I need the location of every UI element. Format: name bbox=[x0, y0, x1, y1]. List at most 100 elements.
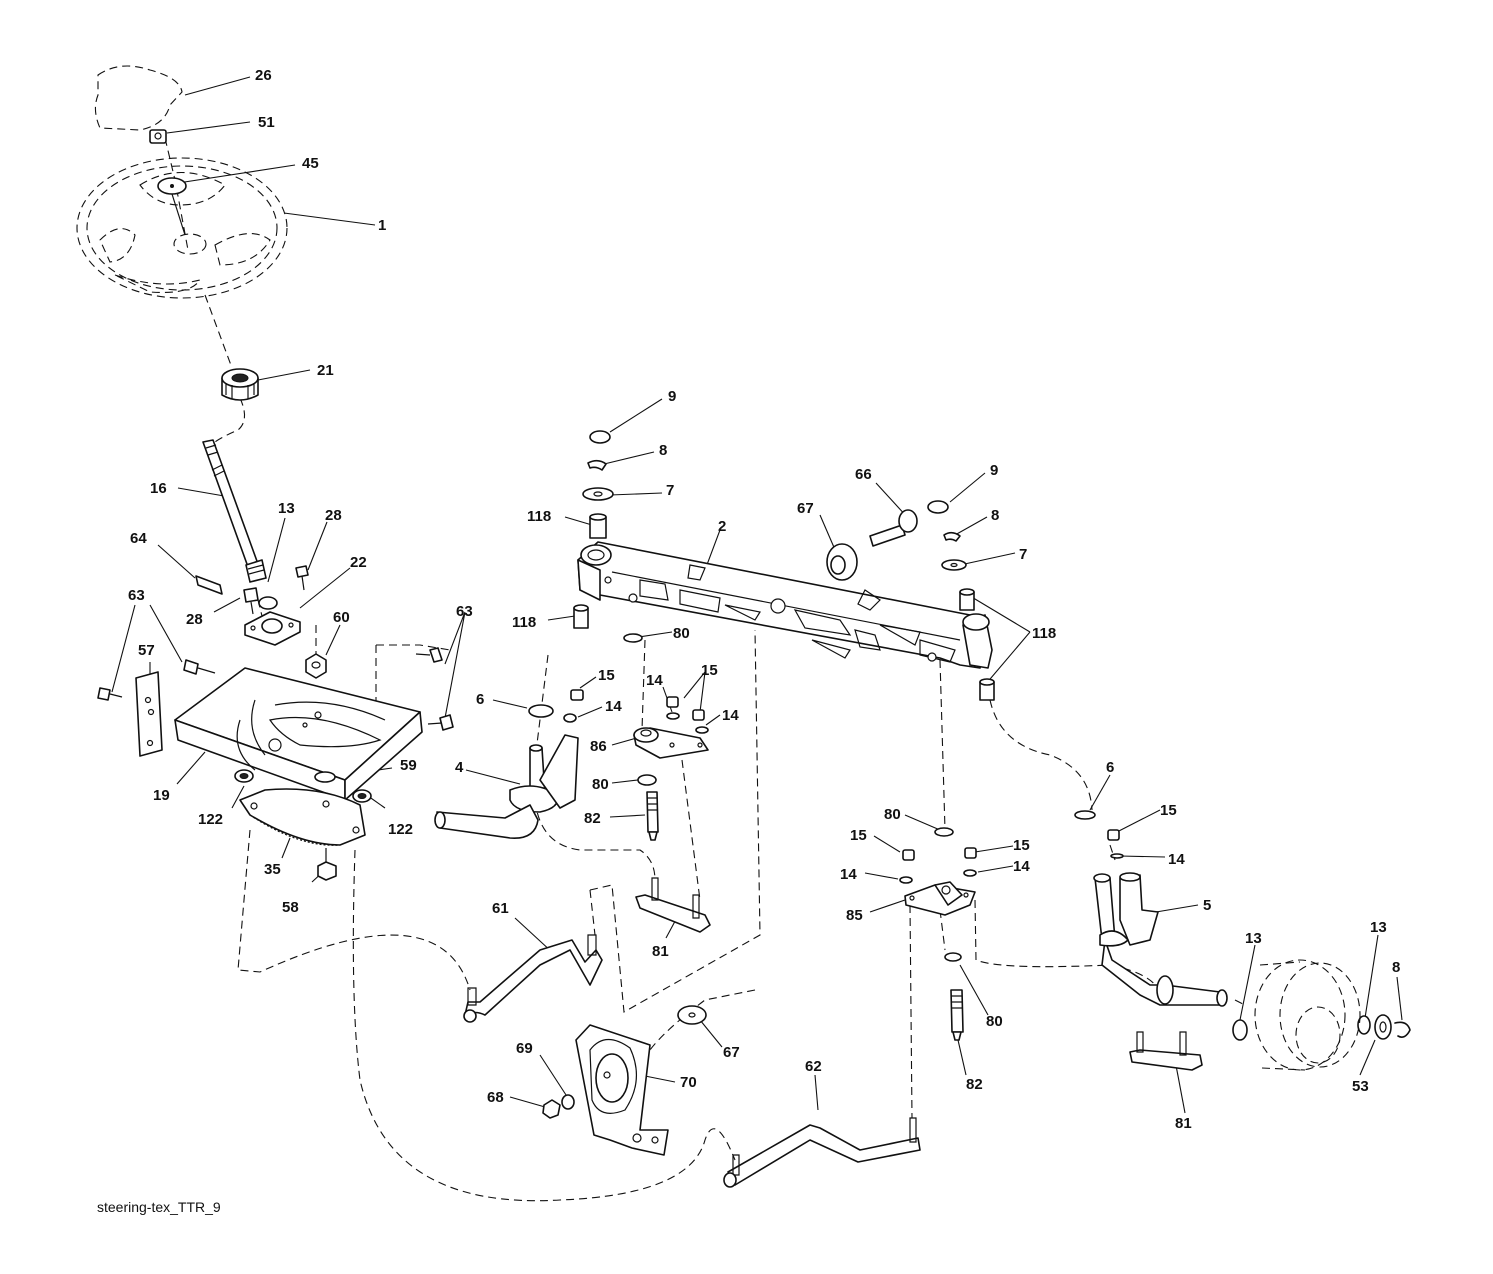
callout-1: 1 bbox=[378, 217, 386, 234]
bolt-66 bbox=[869, 509, 918, 547]
spindle-5 bbox=[1093, 872, 1228, 1007]
callout-14c: 14 bbox=[722, 707, 739, 724]
cap-9a bbox=[589, 430, 611, 444]
washer-69 bbox=[561, 1094, 575, 1110]
bolt-63d bbox=[427, 714, 454, 731]
bearing-flange bbox=[244, 611, 301, 646]
callout-80b: 80 bbox=[592, 776, 609, 793]
bolt-68 bbox=[542, 1099, 561, 1119]
washer-6a bbox=[528, 704, 554, 718]
callout-58: 58 bbox=[282, 899, 299, 916]
callout-19: 19 bbox=[153, 787, 170, 804]
callout-63a: 63 bbox=[128, 587, 145, 604]
callout-35: 35 bbox=[264, 861, 281, 878]
callout-62: 62 bbox=[805, 1058, 822, 1075]
bushing-118c bbox=[959, 588, 975, 611]
washer-80b bbox=[637, 774, 657, 786]
callout-14f: 14 bbox=[1013, 858, 1030, 875]
callout-8c: 8 bbox=[1392, 959, 1400, 976]
callout-2: 2 bbox=[718, 518, 726, 535]
callout-60: 60 bbox=[333, 609, 350, 626]
callout-81a: 81 bbox=[652, 943, 669, 960]
callout-13b: 13 bbox=[1245, 930, 1262, 947]
front-wheel-outline bbox=[1254, 959, 1361, 1071]
callout-15d: 15 bbox=[850, 827, 867, 844]
callout-5: 5 bbox=[1203, 897, 1211, 914]
callout-14e: 14 bbox=[840, 866, 857, 883]
nut-15f bbox=[1107, 829, 1120, 841]
callout-8b: 8 bbox=[991, 507, 999, 524]
bolt-58 bbox=[317, 848, 337, 881]
washer-14a bbox=[563, 713, 577, 723]
callout-14d: 14 bbox=[1168, 851, 1185, 868]
callout-15e: 15 bbox=[1013, 837, 1030, 854]
washer-14f bbox=[1110, 853, 1124, 859]
callout-15a: 15 bbox=[598, 667, 615, 684]
pin-82a bbox=[646, 791, 659, 841]
spindle-4 bbox=[434, 734, 579, 839]
callout-80d: 80 bbox=[986, 1013, 1003, 1030]
tie-rod-end-81a bbox=[635, 877, 711, 933]
callout-82b: 82 bbox=[966, 1076, 983, 1093]
cap-9b bbox=[927, 500, 949, 514]
washer-14b bbox=[666, 712, 680, 720]
callout-67b: 67 bbox=[723, 1044, 740, 1061]
key-64 bbox=[195, 575, 223, 595]
callout-67a: 67 bbox=[797, 500, 814, 517]
callout-4: 4 bbox=[455, 759, 464, 776]
callout-118c: 118 bbox=[1032, 625, 1056, 642]
steering-arm-85 bbox=[904, 881, 976, 916]
washer-80a bbox=[623, 633, 643, 643]
washer-7a bbox=[582, 487, 614, 501]
callout-51: 51 bbox=[258, 114, 275, 131]
callout-7b: 7 bbox=[1019, 546, 1027, 563]
bushing-122b bbox=[352, 789, 372, 803]
washer-14c bbox=[695, 726, 709, 734]
callout-9a: 9 bbox=[668, 388, 676, 405]
callout-21: 21 bbox=[317, 362, 334, 379]
steering-wheel bbox=[76, 157, 288, 299]
washer-13c bbox=[1357, 1015, 1371, 1035]
callout-118a: 118 bbox=[527, 508, 551, 525]
callout-6a: 6 bbox=[476, 691, 484, 708]
cover-plate-70 bbox=[575, 1024, 669, 1156]
diagram-caption: steering-tex_TTR_9 bbox=[97, 1199, 221, 1215]
callout-61: 61 bbox=[492, 900, 509, 917]
bushing-118d bbox=[979, 678, 995, 701]
callout-118b: 118 bbox=[512, 614, 536, 631]
callout-53: 53 bbox=[1352, 1078, 1369, 1095]
callout-28b: 28 bbox=[186, 611, 203, 628]
leader-lines bbox=[111, 76, 1403, 1114]
bolt-28a bbox=[295, 565, 309, 591]
plate-57 bbox=[135, 671, 163, 757]
bushing-118b bbox=[573, 604, 589, 629]
callout-59: 59 bbox=[400, 757, 417, 774]
nut-51 bbox=[149, 129, 167, 144]
tie-rod-end-81b bbox=[1129, 1031, 1203, 1071]
washer-80c bbox=[934, 827, 954, 837]
washer-80d bbox=[944, 952, 962, 962]
part-callouts: 26 51 45 1 21 16 13 28 64 22 28 60 63 63… bbox=[128, 67, 1400, 1132]
bolt-63b bbox=[97, 687, 123, 701]
pivot-spacer-67a bbox=[826, 543, 858, 581]
steering-bracket bbox=[174, 667, 423, 801]
callout-15c: 15 bbox=[1160, 802, 1177, 819]
nut-15d bbox=[902, 849, 915, 861]
bushing-118a bbox=[589, 513, 607, 539]
washer-14d bbox=[899, 876, 913, 884]
callout-68: 68 bbox=[487, 1089, 504, 1106]
callout-15b: 15 bbox=[701, 662, 718, 679]
callout-16: 16 bbox=[150, 480, 167, 497]
bolt-63c bbox=[415, 647, 443, 663]
callout-14a: 14 bbox=[605, 698, 622, 715]
pulley-67b bbox=[677, 1005, 707, 1025]
callout-63b: 63 bbox=[456, 603, 473, 620]
callout-80a: 80 bbox=[673, 625, 690, 642]
washer-14e bbox=[963, 869, 977, 877]
callout-82a: 82 bbox=[584, 810, 601, 827]
clip-8b bbox=[943, 531, 961, 542]
callout-9b: 9 bbox=[990, 462, 998, 479]
nut-15c bbox=[692, 709, 705, 721]
clip-8c bbox=[1394, 1021, 1411, 1038]
pin-82b bbox=[950, 989, 964, 1041]
